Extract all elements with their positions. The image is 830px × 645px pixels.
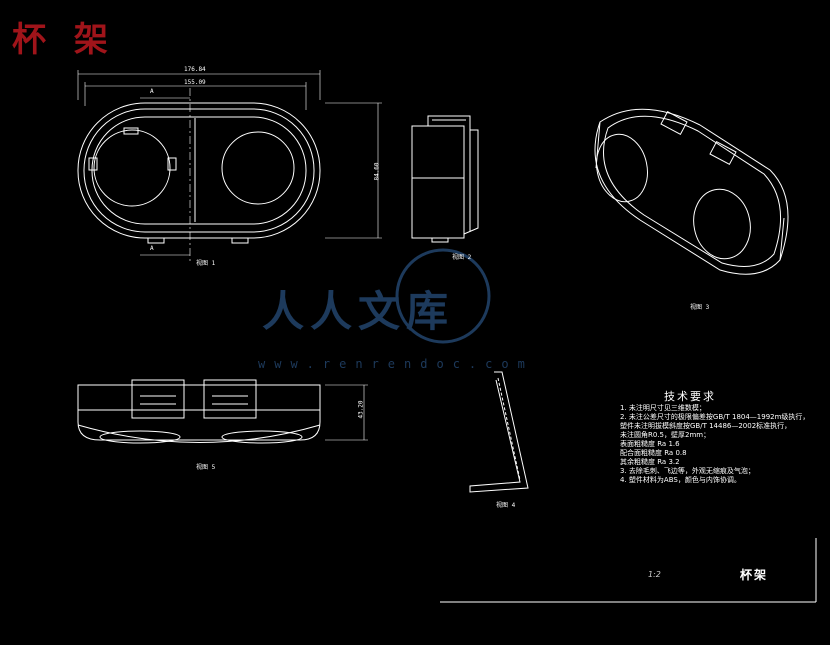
view-label-front: 视图 1 — [196, 260, 216, 267]
section-marker-top: A — [150, 88, 154, 95]
title-block-scale: 1:2 — [648, 570, 661, 579]
dimension-inner-width: 155.09 — [184, 79, 206, 86]
view-label-iso: 视图 3 — [690, 304, 710, 311]
watermark-url: www.renrendoc.com — [258, 357, 534, 371]
front-view — [77, 70, 382, 262]
tech-note: 4. 塑件材料为ABS，颜色与内饰协调。 — [620, 476, 741, 484]
view-label-right: 视图 2 — [452, 254, 472, 261]
drawing-title: 杯 架 — [12, 20, 116, 60]
tech-note: 未注圆角R0.5，壁厚2mm； — [620, 431, 711, 439]
tech-note: 2. 未注公差尺寸的极限偏差按GB/T 1804—1992m级执行， — [620, 413, 810, 421]
view-label-bottom: 视图 5 — [196, 464, 216, 471]
tech-requirements-title: 技术要求 — [664, 390, 716, 403]
tech-note: 配合面粗糙度 Ra 0.8 — [620, 449, 687, 457]
watermark-logo — [395, 248, 491, 344]
watermark-text: 人人文库 — [262, 287, 455, 336]
tech-note: 3. 去除毛刺、飞边等，外观无缩痕及气泡； — [620, 467, 755, 475]
right-view — [411, 115, 479, 243]
tech-note: 塑件未注明拔模斜度按GB/T 14486—2002标准执行， — [620, 422, 792, 430]
title-block — [440, 538, 817, 603]
dimension-side-height: 43.20 — [357, 400, 365, 419]
tech-note: 其余粗糙度 Ra 3.2 — [620, 458, 680, 466]
tech-note: 表面粗糙度 Ra 1.6 — [620, 440, 680, 448]
view-label-section: 视图 4 — [496, 502, 516, 509]
tech-requirements-list: 1. 未注明尺寸见三维数模； 2. 未注公差尺寸的极限偏差按GB/T 1804—… — [620, 404, 820, 485]
bottom-view — [77, 379, 368, 444]
section-view — [469, 371, 529, 493]
dimension-overall-width: 176.84 — [184, 66, 206, 73]
iso-view — [594, 108, 789, 275]
tech-note: 1. 未注明尺寸见三维数模； — [620, 404, 706, 412]
title-block-part-name: 杯架 — [740, 568, 769, 582]
section-marker-bottom: A — [150, 245, 154, 252]
dimension-height: 84.60 — [373, 162, 381, 181]
